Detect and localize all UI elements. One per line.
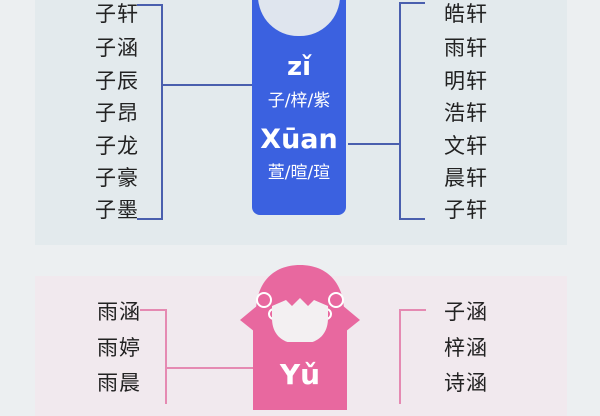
boy-name-left: 子豪 xyxy=(95,166,139,190)
char1-options: 子/梓/紫 xyxy=(267,91,331,111)
bracket-line xyxy=(140,309,166,311)
boy-name-right: 浩轩 xyxy=(444,101,488,125)
boy-name-left: 子辰 xyxy=(95,69,139,93)
boy-name-left: 子龙 xyxy=(95,134,139,158)
girl-name-right: 梓涵 xyxy=(444,336,488,360)
boy-name-right: 雨轩 xyxy=(444,36,488,60)
bracket-connector xyxy=(165,367,253,369)
boy-name-left: 子昂 xyxy=(95,101,139,125)
bracket-line xyxy=(137,218,161,220)
bracket-line xyxy=(137,4,161,6)
bracket-line xyxy=(399,2,401,220)
bracket-line xyxy=(399,309,401,404)
girl-name-left: 雨晨 xyxy=(97,371,141,395)
boy-name-left: 子轩 xyxy=(95,2,139,26)
bracket-line xyxy=(399,2,425,4)
bracket-connector xyxy=(161,84,252,86)
boy-name-left: 子涵 xyxy=(95,36,139,60)
bracket-line xyxy=(165,309,167,404)
girl-head-icon xyxy=(240,265,360,342)
girl-name-left: 雨婷 xyxy=(97,336,141,360)
bracket-line xyxy=(161,4,163,220)
bracket-line xyxy=(400,309,426,311)
bracket-connector xyxy=(348,143,400,145)
char2-options: 萱/暄/瑄 xyxy=(267,163,331,183)
girl-name-right: 诗涵 xyxy=(444,371,488,395)
girl-name-left: 雨涵 xyxy=(97,300,141,324)
char1-pinyin: zǐ xyxy=(286,52,312,82)
boy-name-right: 皓轩 xyxy=(444,2,488,26)
char1-pinyin: Yǔ xyxy=(279,358,321,391)
bracket-line xyxy=(399,218,425,220)
girl-name-right: 子涵 xyxy=(444,300,488,324)
boy-name-right: 明轩 xyxy=(444,69,488,93)
boy-name-card: zǐ 子/梓/紫 Xūan 萱/暄/瑄 xyxy=(252,0,346,215)
boy-name-right: 文轩 xyxy=(444,134,488,158)
boy-name-right: 晨轩 xyxy=(444,166,488,190)
boy-name-left: 子墨 xyxy=(95,198,139,222)
char2-pinyin: Xūan xyxy=(260,124,338,155)
boy-name-right: 子轩 xyxy=(444,198,488,222)
